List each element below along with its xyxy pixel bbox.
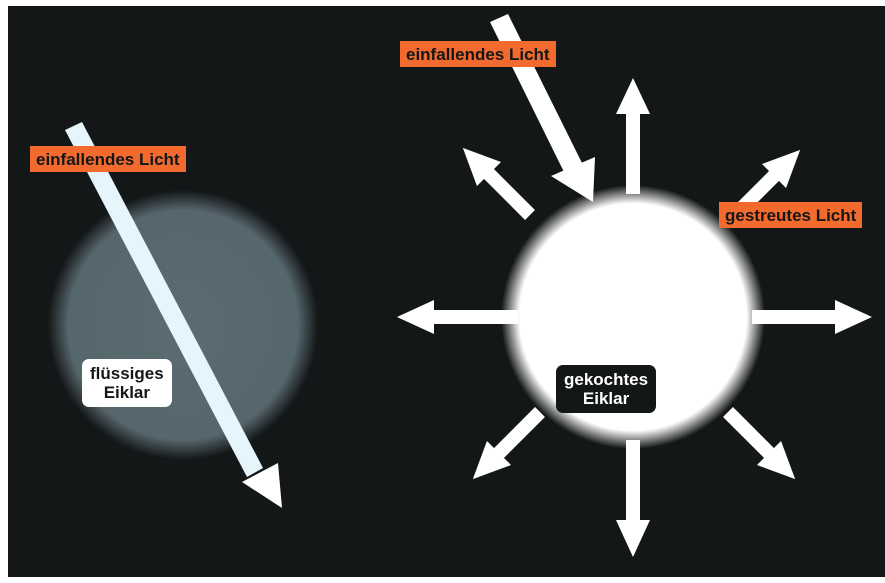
scatter-arrow-down-left xyxy=(472,407,545,480)
scatter-arrow-down xyxy=(616,440,650,557)
liquid-label-line1: flüssiges xyxy=(90,364,164,383)
scatter-arrow-up-left xyxy=(462,147,535,220)
scatter-arrow-right xyxy=(752,300,872,334)
cooked-egg-white-label: gekochtes Eiklar xyxy=(556,365,657,414)
cooked-label-line1: gekochtes xyxy=(564,370,649,389)
liquid-label-line2: Eiklar xyxy=(103,382,150,402)
scatter-arrow-down-right xyxy=(723,407,796,480)
scattered-light-label: gestreutes Licht xyxy=(719,202,863,228)
incident-light-arrow-left xyxy=(65,122,282,508)
cooked-label-line2: Eiklar xyxy=(582,388,630,408)
scattered-light-arrows xyxy=(397,78,872,557)
scatter-arrow-up xyxy=(616,78,650,194)
liquid-egg-white-label: flüssiges Eiklar xyxy=(82,359,172,408)
incident-light-label-right: einfallendes Licht xyxy=(400,41,556,67)
scatter-arrow-left xyxy=(397,300,518,334)
incident-light-label-left: einfallendes Licht xyxy=(30,146,186,172)
